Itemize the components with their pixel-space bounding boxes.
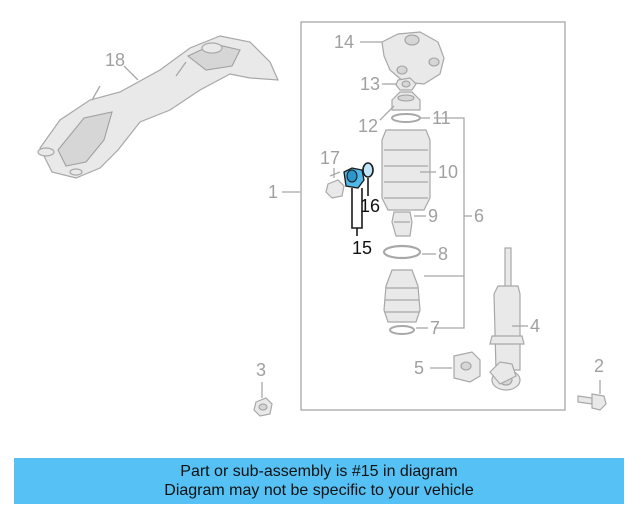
part-12-mount-bearing[interactable]: [391, 91, 421, 111]
part-3-nut[interactable]: [253, 397, 273, 417]
part-14-upper-mount[interactable]: [381, 31, 445, 85]
caption-banner: Part or sub-assembly is #15 in diagram D…: [14, 458, 624, 504]
part-15-valve-highlighted[interactable]: [343, 167, 365, 189]
part-7-ring[interactable]: [389, 325, 415, 335]
callout-10[interactable]: 10: [438, 162, 458, 182]
parts-diagram: 18 14 13 12 11 10 9 8: [37, 21, 607, 417]
part-2-bolt[interactable]: [577, 393, 607, 411]
callout-12[interactable]: 12: [358, 116, 378, 136]
leader-12: [379, 105, 395, 121]
callout-5[interactable]: 5: [414, 358, 424, 378]
part-7-dust-boot[interactable]: [383, 269, 421, 323]
callout-18[interactable]: 18: [105, 50, 125, 70]
callout-8[interactable]: 8: [438, 244, 448, 264]
part-8-seat-ring[interactable]: [382, 244, 422, 260]
callout-4[interactable]: 4: [530, 316, 540, 336]
leader-18: [123, 65, 139, 81]
callout-17[interactable]: 17: [320, 148, 340, 168]
callout-2[interactable]: 2: [594, 356, 604, 376]
callout-14[interactable]: 14: [334, 32, 354, 52]
part-18-subframe[interactable]: [37, 35, 279, 179]
callout-7[interactable]: 7: [430, 318, 440, 338]
part-17-valve[interactable]: [325, 171, 345, 199]
part-4-shock-absorber[interactable]: [489, 247, 525, 391]
part-13-nut[interactable]: [395, 77, 417, 91]
callout-3[interactable]: 3: [256, 360, 266, 380]
callout-13[interactable]: 13: [360, 74, 380, 94]
callout-16[interactable]: 16: [360, 196, 380, 216]
caption-line-disclaimer: Diagram may not be specific to your vehi…: [164, 482, 474, 499]
assembly-frame: [300, 21, 566, 411]
callout-1[interactable]: 1: [268, 182, 278, 202]
part-11-o-ring[interactable]: [391, 113, 421, 123]
part-9-bump-stop[interactable]: [391, 211, 413, 237]
part-5-bracket[interactable]: [453, 351, 481, 383]
caption-line-part: Part or sub-assembly is #15 in diagram: [180, 463, 458, 480]
callout-9[interactable]: 9: [428, 206, 438, 226]
callout-6[interactable]: 6: [474, 206, 484, 226]
part-10-air-spring[interactable]: [381, 129, 431, 211]
part-16-seal-ring-highlighted[interactable]: [362, 162, 374, 178]
leader-6: [434, 117, 465, 329]
callout-15[interactable]: 15: [352, 238, 372, 258]
